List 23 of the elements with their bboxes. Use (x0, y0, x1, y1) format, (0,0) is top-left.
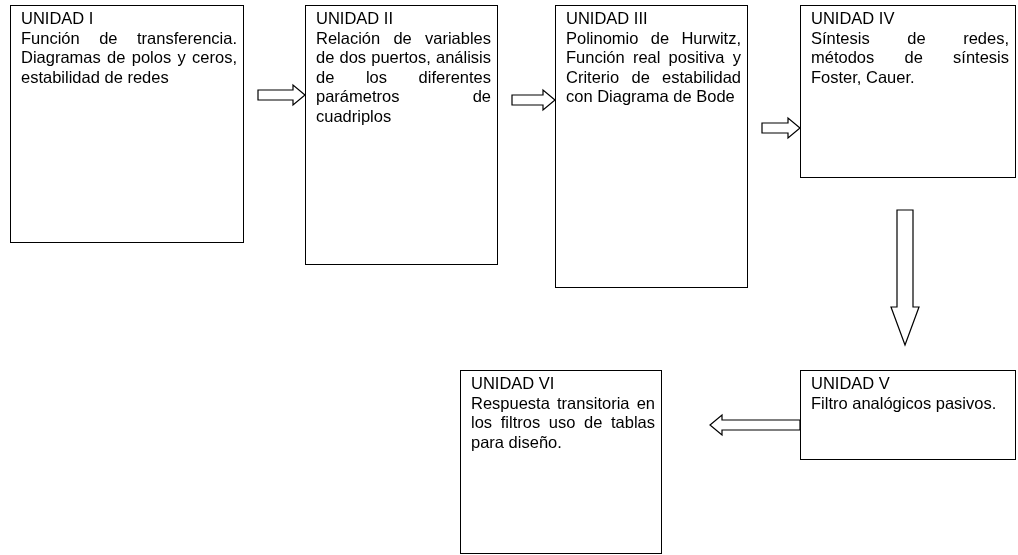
unit-heading: UNIDAD VI (471, 374, 556, 394)
unit-heading: UNIDAD I (21, 9, 95, 29)
unit-box (10, 5, 244, 243)
unit-box (800, 370, 1016, 460)
unit-description: Relación de variables de dos puertos, análisis de los diferentes parámetros de cuadriplos (316, 28, 491, 126)
unit-heading: UNIDAD II (316, 9, 394, 29)
unit-heading: UNIDAD III (566, 9, 649, 29)
block-arrow (761, 116, 801, 140)
block-arrow (890, 209, 920, 347)
unit-description: Síntesis de redes, métodos de síntesis Foster, Cauer. (811, 28, 1009, 87)
unit-description: Respuesta transitoria en los filtros uso de tablas para diseño. (471, 393, 655, 452)
unit-description: Filtro analógicos pasivos. (811, 393, 998, 413)
unit-box (305, 5, 498, 265)
unit-heading: UNIDAD IV (811, 9, 896, 29)
block-arrow (511, 88, 556, 112)
unit-box (555, 5, 748, 288)
block-arrow (257, 83, 306, 107)
unit-heading: UNIDAD V (811, 374, 891, 394)
unit-description: Polinomio de Hurwitz, Función real positiva y Criterio de estabilidad con Diagrama de Bode (566, 28, 741, 107)
unit-description: Función de transferencia. Diagramas de polos y ceros, estabilidad de redes (21, 28, 237, 87)
block-arrow (709, 413, 801, 437)
unit-box (800, 5, 1016, 178)
unit-box (460, 370, 662, 554)
